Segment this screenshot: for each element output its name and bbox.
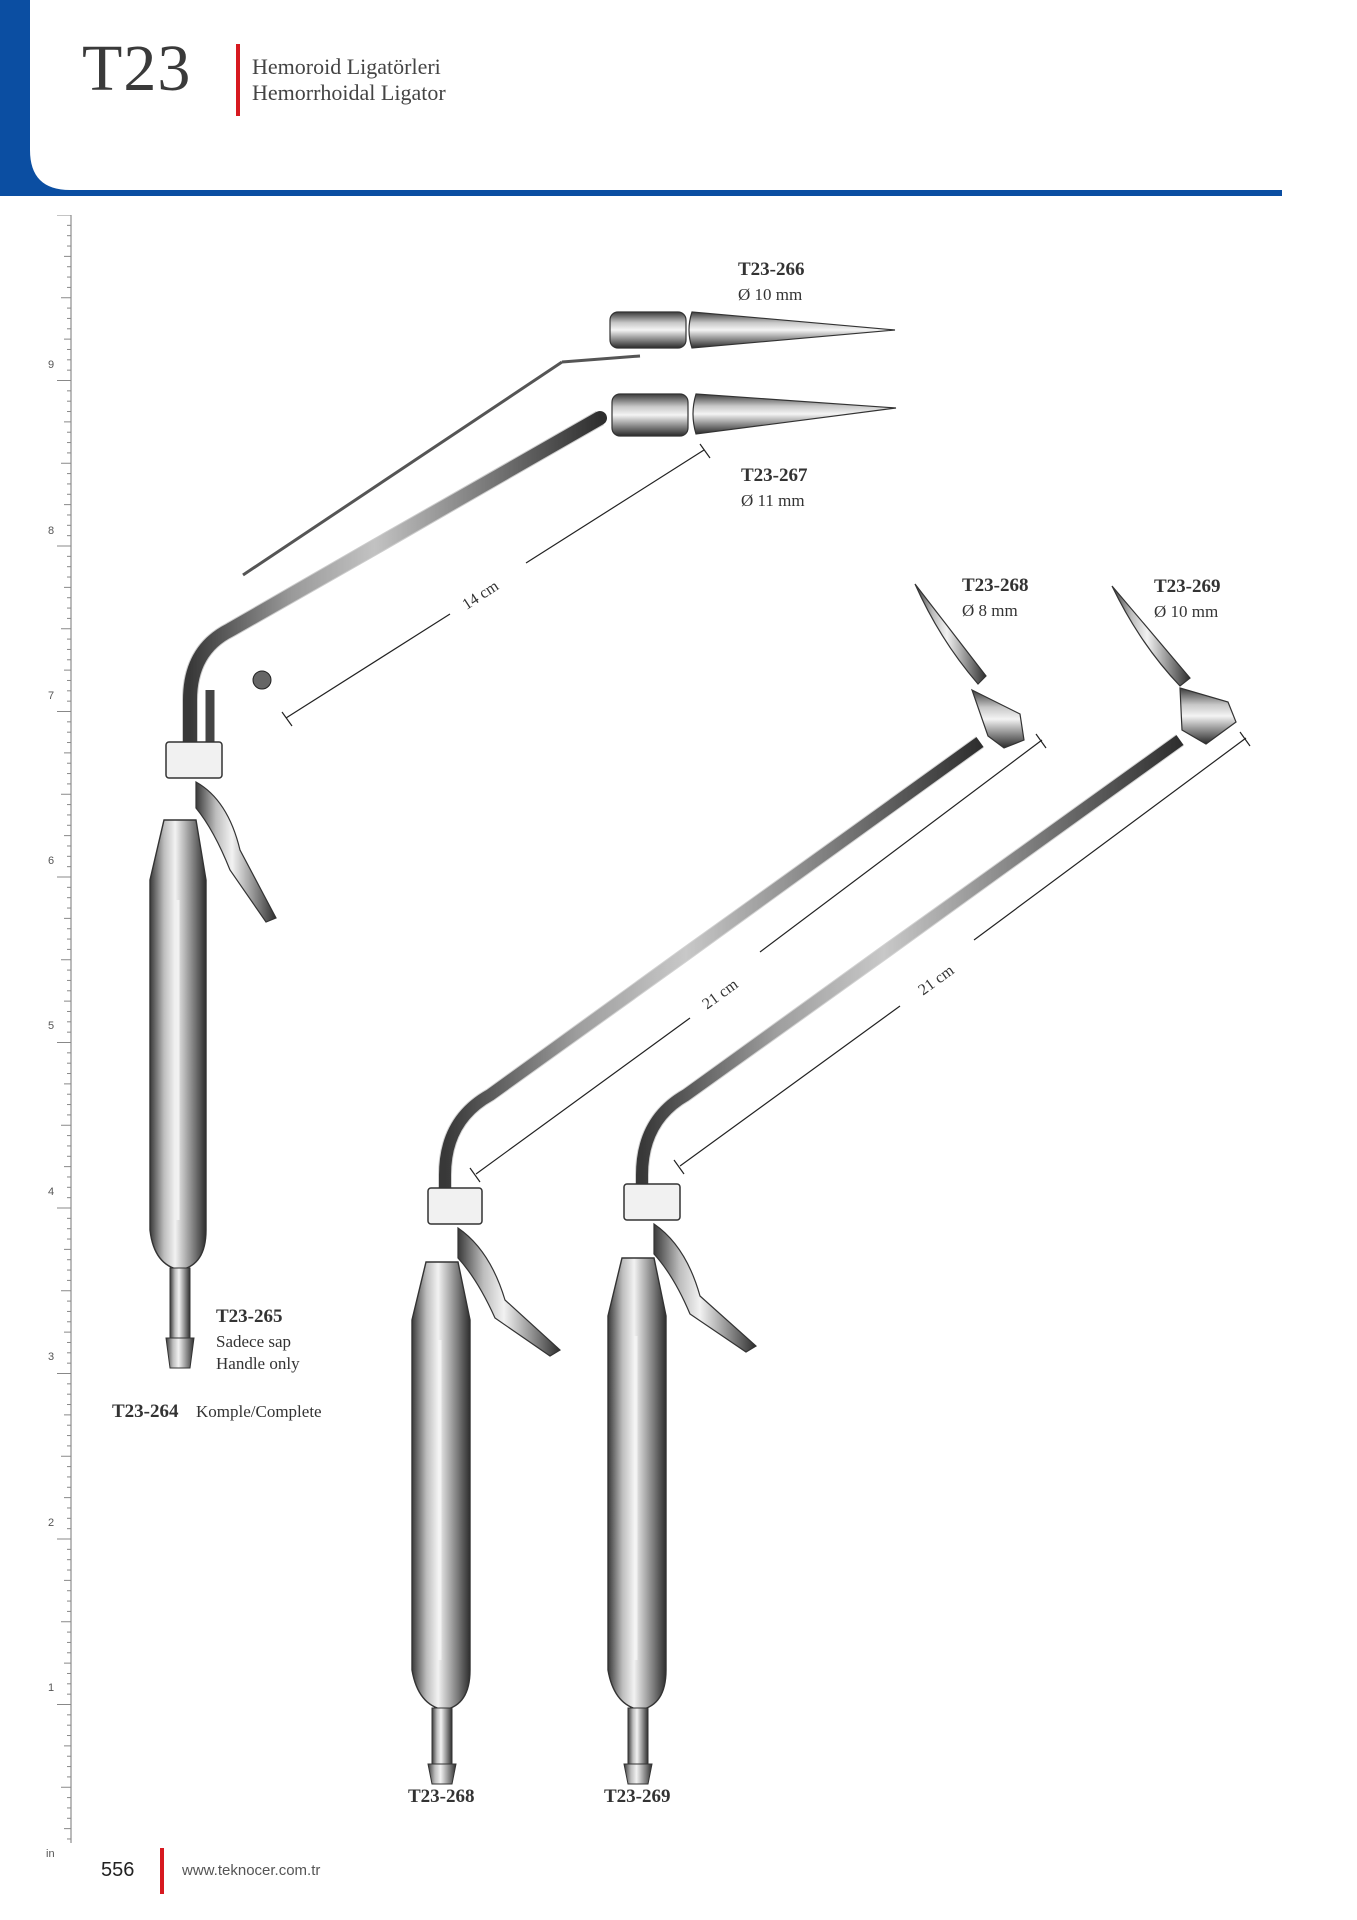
label-t23-267-code: T23-267	[741, 465, 808, 486]
label-t23-268-tip-diameter: Ø 8 mm	[962, 601, 1018, 620]
label-t23-269-tip-diameter: Ø 10 mm	[1154, 602, 1219, 621]
label-t23-269-tip-code: T23-269	[1154, 576, 1221, 597]
ruler-label-7: 7	[48, 690, 55, 702]
ruler-label-6: 6	[48, 855, 55, 867]
ruler-label-3: 3	[48, 1351, 55, 1363]
ruler-label-1: 1	[48, 1682, 55, 1694]
instrument-t23-269	[607, 585, 1251, 1785]
section-code: T23	[82, 32, 192, 105]
ruler-label-5: 5	[48, 1020, 55, 1032]
ruler-unit: in	[46, 1848, 55, 1860]
ruler-label-4: 4	[48, 1186, 55, 1198]
label-t23-264-code: T23-264	[112, 1401, 179, 1422]
footer-url[interactable]: www.teknocer.com.tr	[182, 1862, 321, 1879]
title-tr: Hemoroid Ligatörleri	[252, 54, 441, 79]
ruler-label-2: 2	[48, 1517, 55, 1529]
header-divider	[236, 44, 240, 116]
label-t23-266-code: T23-266	[738, 259, 805, 280]
label-t23-267-diameter: Ø 11 mm	[741, 491, 805, 510]
label-t23-268-bottom: T23-268	[408, 1786, 475, 1807]
label-t23-264-desc: Komple/Complete	[196, 1402, 322, 1421]
footer-divider	[160, 1848, 164, 1894]
ruler-label-9: 9	[48, 359, 55, 371]
inch-ruler	[57, 215, 72, 1843]
label-t23-265-code: T23-265	[216, 1306, 283, 1327]
label-t23-268-tip-code: T23-268	[962, 575, 1029, 596]
ruler-label-8: 8	[48, 525, 55, 537]
label-t23-269-bottom: T23-269	[604, 1786, 671, 1807]
instrument-t23-264	[149, 311, 897, 1369]
title-en: Hemorrhoidal Ligator	[252, 80, 446, 105]
label-t23-265-desc-tr: Sadece sap	[216, 1332, 292, 1351]
label-t23-266-diameter: Ø 10 mm	[738, 285, 803, 304]
page-number: 556	[101, 1859, 135, 1881]
instrument-t23-268	[411, 583, 1047, 1785]
label-t23-265-desc-en: Handle only	[216, 1354, 300, 1373]
